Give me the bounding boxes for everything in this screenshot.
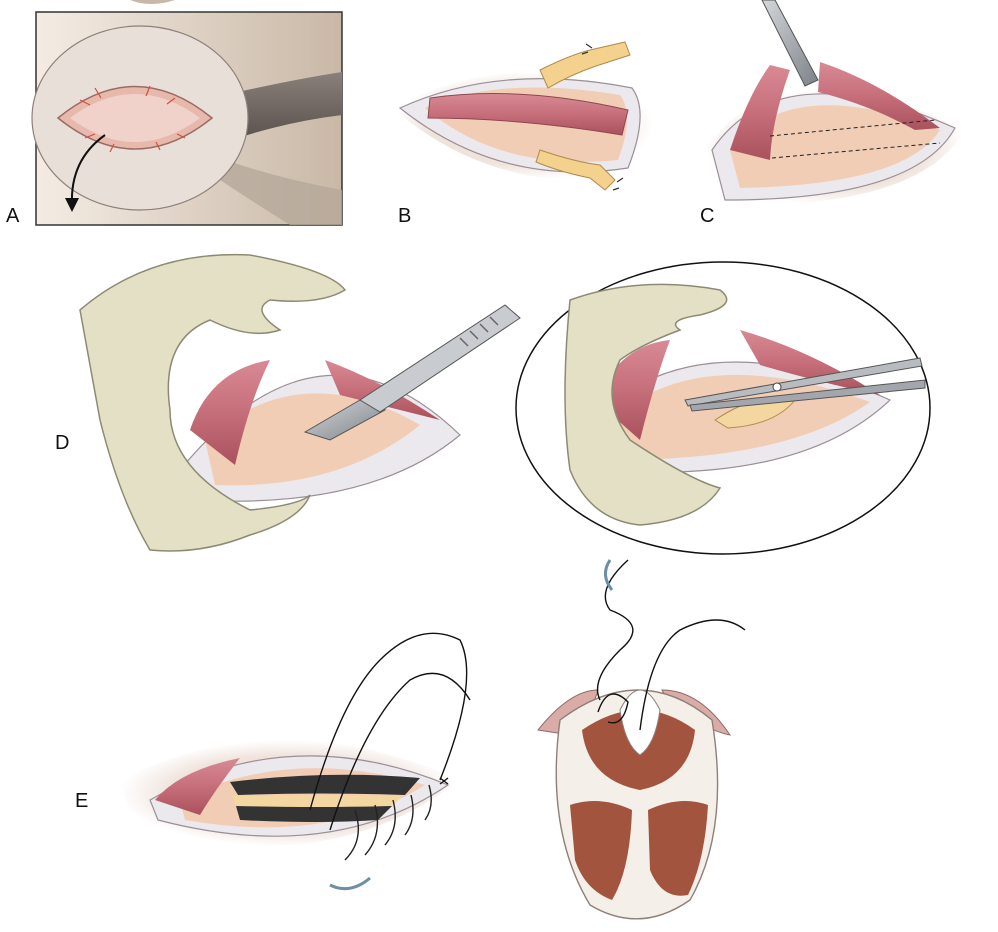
tunic-surface <box>70 94 200 142</box>
incision-lines <box>769 119 941 159</box>
scalpel-handle <box>359 304 521 413</box>
muscle-band <box>427 93 629 136</box>
cancellous-left <box>570 801 632 900</box>
suture-strand-b <box>329 672 471 831</box>
panel-d-left <box>79 253 521 552</box>
knot <box>439 777 449 785</box>
fat-band <box>232 795 402 807</box>
panel-label-b: B <box>398 205 412 227</box>
e-muscle <box>155 758 240 815</box>
scissors-blade-upper <box>684 357 923 407</box>
gloved-hand-right <box>564 283 728 526</box>
suture-strand-a <box>309 632 468 811</box>
scalpel-grip <box>459 316 499 347</box>
rotation-arrow <box>70 134 106 206</box>
upper-dark-band <box>230 774 420 795</box>
panel-a <box>31 0 343 226</box>
panel-e-right <box>537 559 746 920</box>
panel-b <box>392 41 653 191</box>
d-muscle-left <box>190 360 270 465</box>
upper-cord-stump <box>539 41 631 89</box>
panel-label-e: E <box>75 790 89 812</box>
scissors-blade-lower <box>689 379 926 412</box>
gloved-hand-left <box>79 253 347 552</box>
suture-knot <box>597 693 629 724</box>
e-needle <box>604 559 614 591</box>
c-muscle-right <box>818 62 940 130</box>
panel-label-d: D <box>55 432 70 454</box>
panel-label-c: C <box>700 205 715 227</box>
panel-d-right <box>515 261 931 555</box>
cancellous-right <box>648 801 708 896</box>
scissors-pivot <box>772 382 782 392</box>
lower-dark-band <box>236 806 392 822</box>
panel-c <box>705 0 965 206</box>
panel-label-a: A <box>6 205 20 227</box>
suture-loops <box>344 784 432 861</box>
retractor <box>761 0 819 87</box>
lower-cord-stump <box>535 149 616 191</box>
panel-e-left <box>120 632 471 891</box>
needle <box>329 876 371 891</box>
vessels <box>79 85 186 153</box>
top-fragment <box>130 0 175 4</box>
suture-strand-d <box>639 619 746 731</box>
c-tunica <box>730 105 940 188</box>
spermatic-cord <box>225 72 342 140</box>
suture-strand-c <box>596 559 634 701</box>
arrow-head <box>65 198 79 212</box>
ligature-ties <box>581 43 624 191</box>
scalpel-blade <box>303 399 387 441</box>
skin-fold <box>200 150 342 225</box>
central-notch <box>619 689 661 756</box>
c-muscle-left <box>730 65 790 160</box>
